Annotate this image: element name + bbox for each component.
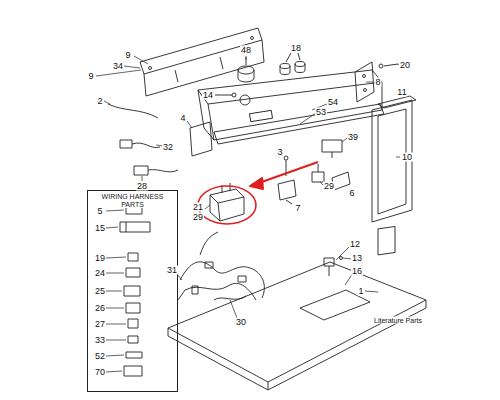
callout-number: 53 (315, 108, 327, 117)
knob (280, 53, 305, 75)
callout-number: 9 (124, 51, 131, 60)
callout-number: 48 (240, 46, 252, 55)
callout-number: 28 (136, 182, 148, 191)
callout-number: 10 (401, 153, 413, 162)
callout-number: 15 (94, 224, 106, 233)
screw (215, 93, 236, 97)
callout-number: 8 (374, 78, 381, 87)
callout-number: 29 (192, 213, 204, 222)
console-rear-bracket (140, 28, 264, 96)
end-cap (355, 62, 398, 102)
callout-number: 11 (396, 88, 407, 97)
bracket (312, 164, 350, 190)
console-panel (198, 70, 384, 144)
callout-number: 13 (351, 254, 363, 263)
callout-number: 27 (94, 320, 106, 329)
callout-number: 12 (349, 240, 361, 249)
cabinet-top (168, 262, 426, 390)
callout-number: 30 (235, 318, 247, 327)
callout-number: 70 (94, 368, 106, 377)
callout-number: 19 (94, 254, 106, 263)
callout-number: 5 (96, 207, 103, 216)
callout-number: 26 (94, 304, 106, 313)
callout-number: 14 (202, 91, 214, 100)
literature-label: Literature Parts (373, 317, 423, 324)
panel (190, 122, 212, 156)
leader-line (96, 56, 400, 372)
callout-number: 39 (347, 133, 359, 142)
wire-harness (108, 104, 178, 175)
bracket (278, 156, 296, 204)
callout-number: 34 (112, 62, 124, 71)
literature-booklet (378, 226, 395, 254)
callout-number: 52 (94, 352, 106, 361)
callout-number: 6 (348, 189, 355, 198)
main-harness (178, 232, 264, 300)
clip (324, 257, 343, 277)
timer (210, 183, 244, 221)
harness-part-icons (120, 206, 150, 376)
callout-number: 24 (94, 269, 106, 278)
highlight-circle (198, 186, 256, 224)
callout-number: 29 (323, 182, 335, 191)
knob (238, 57, 254, 82)
callout-number: 3 (276, 148, 283, 157)
callout-number: 1 (357, 287, 364, 296)
callout-number: 9 (87, 72, 94, 81)
highlight-arrow (250, 162, 318, 189)
callout-number: 18 (290, 44, 302, 53)
callout-number: 2 (96, 97, 103, 106)
callout-number: 21 (192, 203, 204, 212)
callout-number: 33 (94, 336, 106, 345)
switch (322, 140, 342, 158)
callout-number: 31 (166, 266, 178, 275)
callout-number: 20 (399, 61, 411, 70)
callout-number: 32 (162, 143, 174, 152)
callout-number: 4 (179, 114, 186, 123)
callout-number: 54 (327, 98, 339, 107)
callout-number: 25 (94, 287, 106, 296)
side-panel (372, 96, 416, 222)
callout-number: 16 (351, 267, 363, 276)
callout-number: 7 (294, 204, 301, 213)
